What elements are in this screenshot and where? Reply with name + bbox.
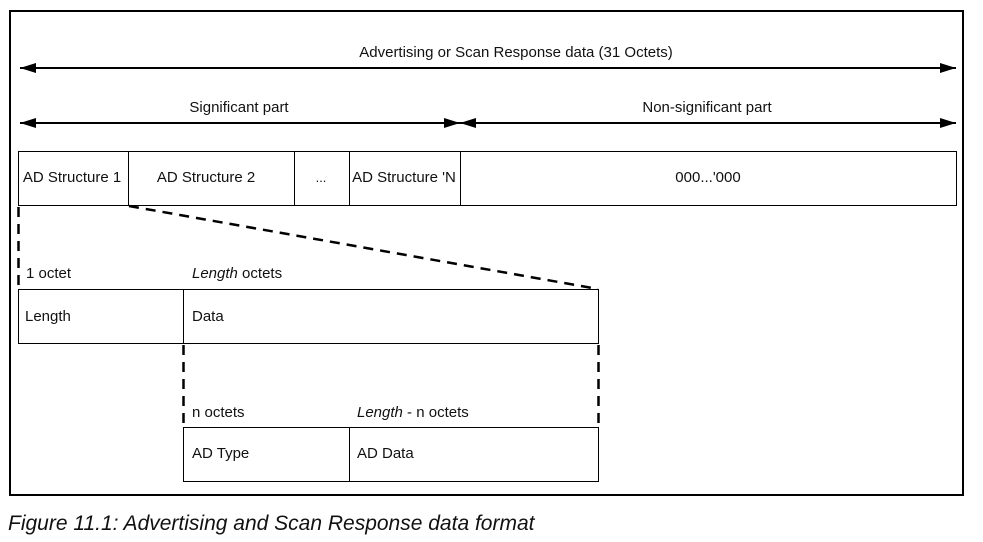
figure-frame	[9, 10, 964, 496]
length-minus-rest: - n octets	[402, 404, 469, 421]
type-data-row	[183, 427, 599, 482]
one-octet-label: 1 octet	[26, 265, 72, 282]
figure-caption: Figure 11.1: Advertising and Scan Respon…	[8, 512, 535, 535]
ad-structures-row	[18, 151, 957, 206]
significant-label: Significant part	[189, 99, 289, 116]
length-minus-n-label: Length - n octets	[357, 404, 469, 422]
ad-structure-1-cell: AD Structure 1	[22, 169, 122, 186]
length-minus-em: Length	[357, 404, 403, 421]
ellipsis-cell: ...	[315, 170, 327, 185]
padding-zeros-cell: 000...'000	[675, 169, 741, 186]
ad-type-cell: AD Type	[192, 445, 250, 462]
length-octets-label: Length octets	[192, 265, 282, 283]
n-octets-label: n octets	[192, 404, 245, 421]
expansion-lines-2	[182, 345, 600, 427]
ad-structure-2-cell: AD Structure 2	[156, 169, 256, 186]
length-cell: Length	[25, 308, 71, 325]
nonsignificant-label: Non-significant part	[642, 99, 772, 116]
ad-structure-n-cell: AD Structure 'N	[352, 169, 456, 186]
length-octets-rest: octets	[237, 265, 283, 282]
length-data-row	[18, 289, 599, 344]
length-octets-em: Length	[192, 265, 238, 282]
data-cell: Data	[192, 308, 224, 325]
total-label: Advertising or Scan Response data (31 Oc…	[359, 44, 673, 61]
ad-data-cell: AD Data	[357, 445, 414, 462]
expansion-lines-1	[17, 204, 599, 291]
